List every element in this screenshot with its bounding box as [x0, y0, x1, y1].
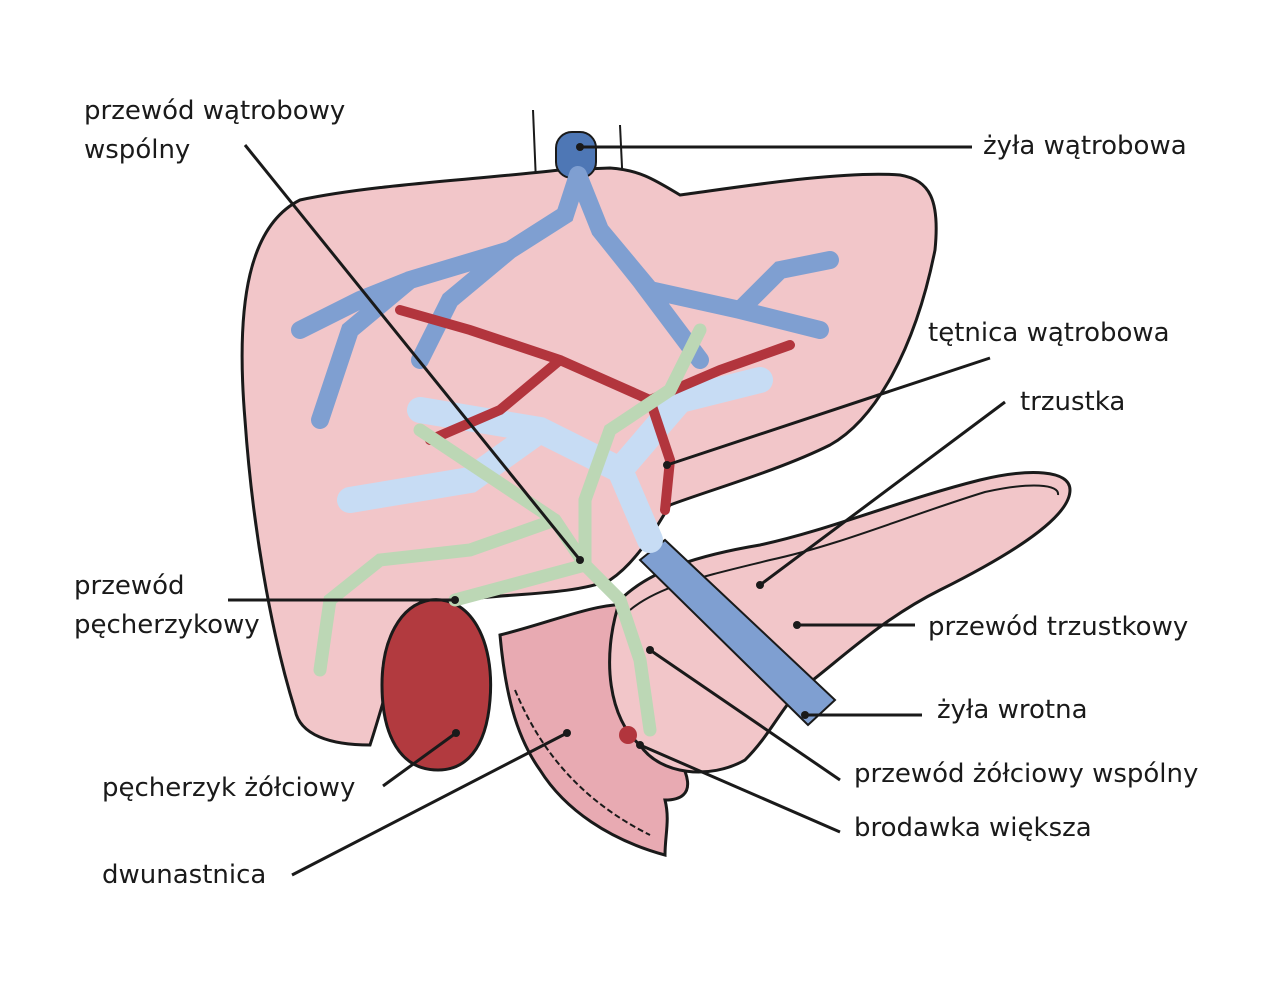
label-hepatic-artery: tętnica wątrobowa	[928, 318, 1170, 348]
duodenum-fold	[514, 689, 651, 836]
label-hepatic-vein: żyła wątrobowa	[983, 131, 1187, 161]
major-papilla	[619, 726, 637, 744]
gallbladder	[380, 598, 493, 772]
label-pancreatic-duct: przewód trzustkowy	[928, 612, 1189, 642]
label-major-papilla: brodawka większa	[854, 813, 1092, 843]
label-pancreas: trzustka	[1020, 387, 1126, 417]
label-gallbladder: pęcherzyk żółciowy	[102, 773, 356, 803]
label-duodenum: dwunastnica	[102, 860, 267, 890]
pancreas	[608, 471, 1072, 774]
label-portal-vein: żyła wrotna	[937, 695, 1088, 725]
label-common-hepatic-duct: przewód wątrobowy wspólny	[84, 96, 346, 165]
label-cystic-duct: przewód pęcherzykowy	[74, 571, 260, 640]
hepatic-vein-tree	[291, 166, 839, 429]
bile-ducts	[313, 323, 707, 737]
label-common-bile-duct: przewód żółciowy wspólny	[854, 759, 1199, 789]
leader-lines	[228, 144, 1006, 877]
